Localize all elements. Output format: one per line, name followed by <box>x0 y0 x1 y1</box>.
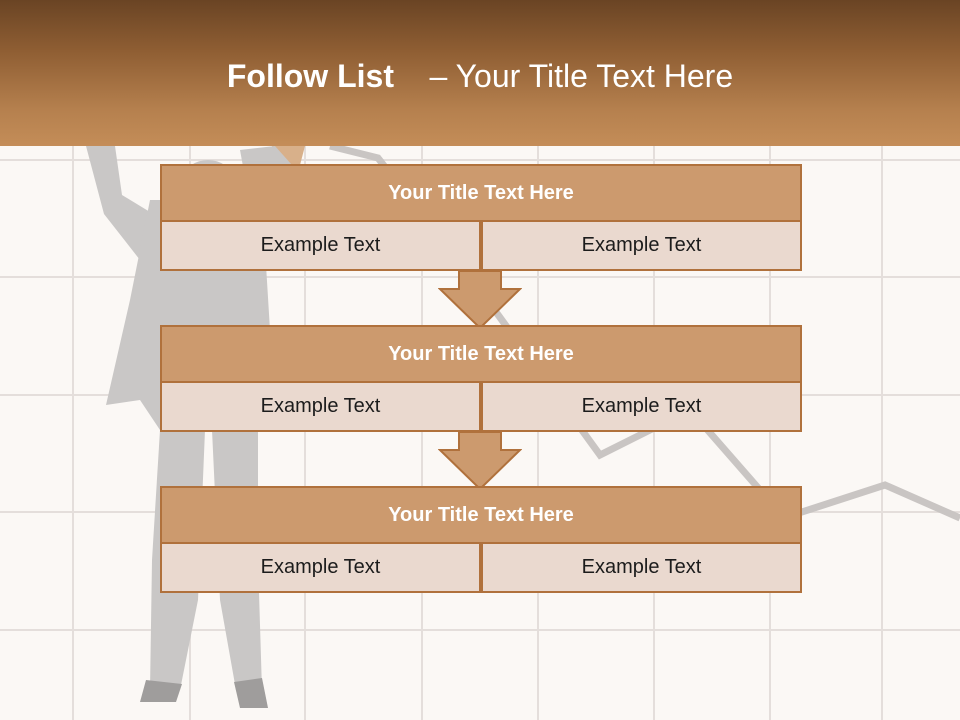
step-block-2: Your Title Text Here Example Text Exampl… <box>160 325 802 432</box>
step-cell-left: Example Text <box>160 381 481 432</box>
down-arrow-icon <box>438 431 522 491</box>
step-title: Your Title Text Here <box>160 325 802 383</box>
step-cell-right: Example Text <box>481 542 802 593</box>
step-title: Your Title Text Here <box>160 486 802 544</box>
down-arrow-icon <box>438 270 522 330</box>
step-cell-left: Example Text <box>160 220 481 271</box>
slide-title-rest: – Your Title Text Here <box>429 58 734 94</box>
step-cell-right: Example Text <box>481 220 802 271</box>
step-cell-right: Example Text <box>481 381 802 432</box>
step-title: Your Title Text Here <box>160 164 802 222</box>
step-block-3: Your Title Text Here Example Text Exampl… <box>160 486 802 593</box>
slide-title: Follow List – Your Title Text Here <box>0 56 960 96</box>
step-block-1: Your Title Text Here Example Text Exampl… <box>160 164 802 271</box>
title-bar: Follow List – Your Title Text Here <box>0 0 960 146</box>
slide-title-bold: Follow List <box>226 58 394 94</box>
step-cell-left: Example Text <box>160 542 481 593</box>
